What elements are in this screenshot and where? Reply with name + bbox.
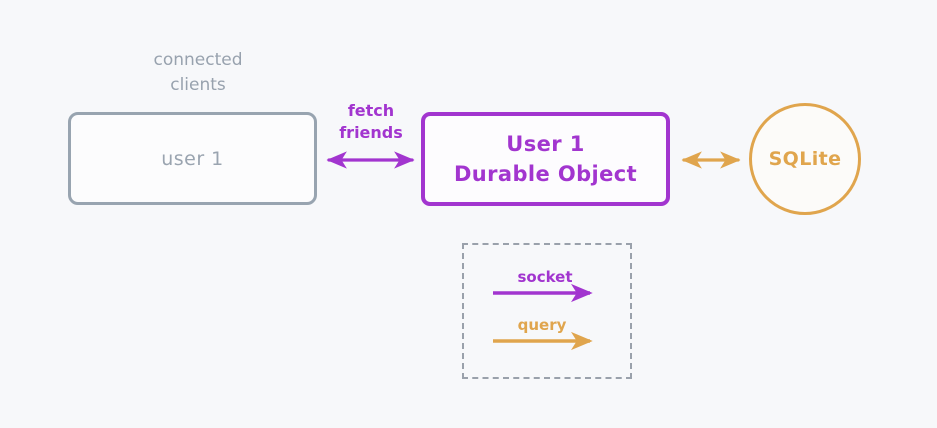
- edge-label-fetch-friends: fetch friends: [339, 101, 403, 142]
- node-sqlite-label: SQLite: [768, 148, 842, 170]
- node-durable-object-label: User 1 Durable Object: [453, 132, 638, 186]
- legend-label-query: query: [517, 316, 567, 334]
- node-client-user-1[interactable]: user 1: [68, 112, 317, 205]
- node-sqlite[interactable]: SQLite: [749, 103, 861, 215]
- legend-container: [462, 243, 632, 379]
- node-durable-object[interactable]: User 1 Durable Object: [421, 112, 670, 206]
- node-client-user-1-label: user 1: [161, 147, 224, 170]
- connected-clients-label: connected clients: [153, 50, 243, 95]
- legend-label-socket: socket: [517, 268, 573, 286]
